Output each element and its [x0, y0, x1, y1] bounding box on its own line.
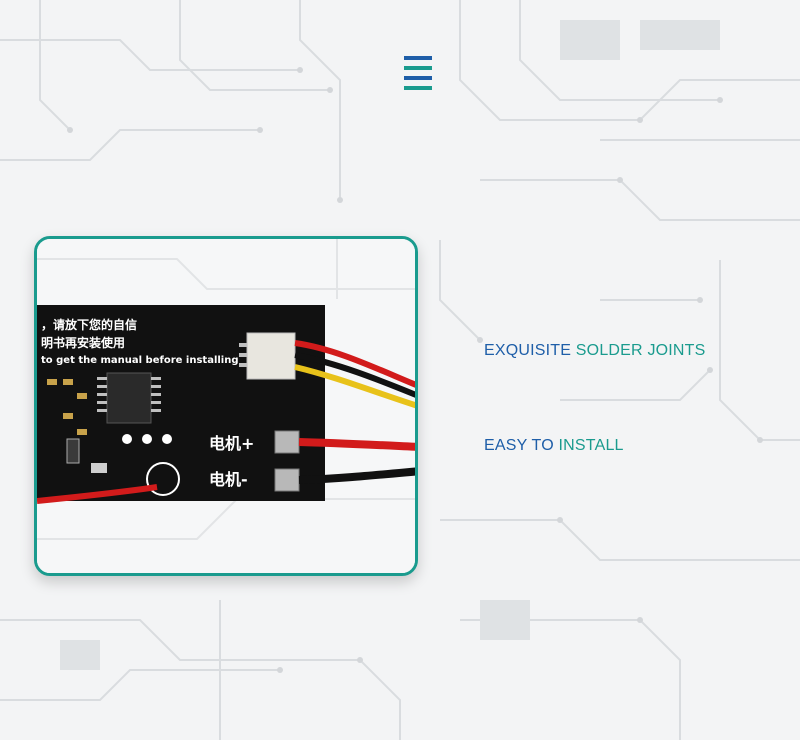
jst-connector [246, 332, 296, 380]
hamburger-icon [404, 56, 432, 92]
solder-pad-plus [274, 430, 300, 454]
feature-easy-install: EASY TO INSTALL [484, 437, 624, 455]
pcb-silk-line1: ，请放下您的自信 [41, 317, 137, 332]
wire-yellow [294, 364, 415, 409]
feature-1-part1: EXQUISITE [484, 342, 576, 359]
ic-chip [106, 372, 152, 424]
feature-1-part2: SOLDER JOINTS [575, 342, 706, 359]
wire-red-2 [37, 484, 158, 504]
wire-black-1 [294, 352, 415, 398]
pcb-silk-line3: to get the manual before installing [41, 355, 239, 366]
motor-minus-label: 电机- [209, 470, 248, 489]
wire-red-motor [298, 438, 415, 451]
feature-solder-joints: EXQUISITE SOLDER JOINTS [484, 342, 706, 360]
wire-black-motor [298, 467, 415, 484]
pcb-logo [146, 462, 180, 496]
motor-plus-label: 电机+ [209, 434, 254, 453]
product-photo: ，请放下您的自信 明书再安装使用 to get the manual befor… [34, 236, 418, 576]
feature-2-part2: INSTALL [558, 437, 624, 454]
solder-pad-minus [274, 468, 300, 492]
feature-2-part1: EASY TO [484, 437, 559, 454]
pcb-illustration: ，请放下您的自信 明书再安装使用 to get the manual befor… [37, 239, 415, 573]
wire-red-1 [294, 340, 415, 388]
pcb-silk-line2: 明书再安装使用 [41, 335, 125, 350]
